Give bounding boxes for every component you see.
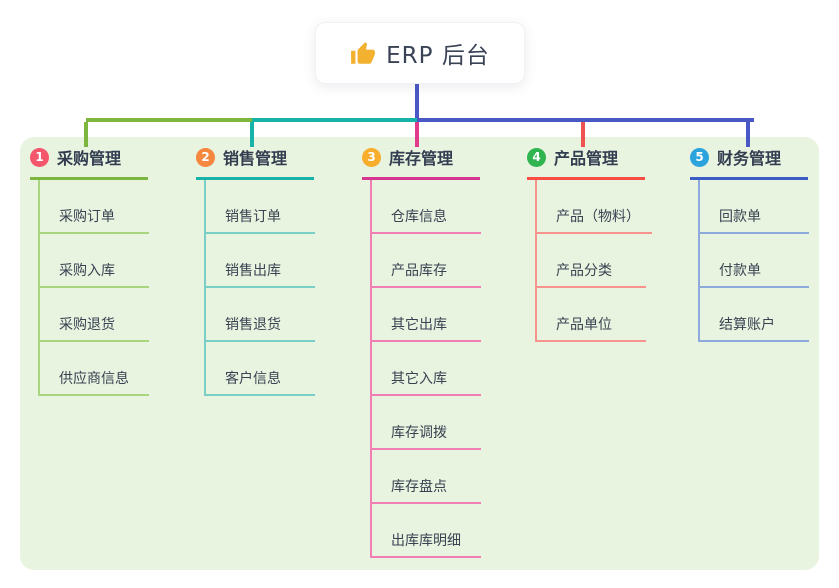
- mindmap-item: 销售出库: [206, 234, 315, 288]
- mindmap-item: 销售订单: [206, 180, 315, 234]
- branch-drop-connector-5: [746, 122, 750, 147]
- thumbs-up-icon: [351, 42, 376, 64]
- mindmap-item: 结算账户: [700, 288, 809, 342]
- branch-header-2: 2 销售管理: [196, 145, 314, 180]
- branch-title: 采购管理: [57, 149, 122, 168]
- branch-drop-connector-4: [581, 122, 585, 147]
- branch-items: 回款单付款单结算账户: [698, 180, 809, 342]
- mindmap-item: 产品库存: [372, 234, 481, 288]
- branch-items: 产品（物料）产品分类产品单位: [535, 180, 652, 342]
- mindmap-item: 其它入库: [372, 342, 481, 396]
- branch-header-1: 1 采购管理: [30, 145, 148, 180]
- branch-3: 3 库存管理仓库信息产品库存其它出库其它入库库存调拨库存盘点出库库明细: [362, 145, 481, 558]
- bus-segment-mid: [252, 118, 419, 122]
- branch-title: 产品管理: [554, 149, 619, 168]
- branch-2: 2 销售管理销售订单销售出库销售退货客户信息: [196, 145, 315, 396]
- mindmap-item: 销售退货: [206, 288, 315, 342]
- branch-5: 5 财务管理回款单付款单结算账户: [690, 145, 809, 342]
- mindmap-item: 采购入库: [40, 234, 149, 288]
- branch-number-badge: 5: [690, 147, 709, 167]
- branch-header-3: 3 库存管理: [362, 145, 480, 180]
- branch-number-badge: 4: [527, 147, 546, 167]
- branch-title: 销售管理: [223, 149, 288, 168]
- branch-title: 库存管理: [389, 149, 454, 168]
- mindmap-item: 产品分类: [537, 234, 646, 288]
- bus-segment-left: [86, 118, 254, 122]
- branch-number-badge: 3: [362, 147, 381, 167]
- branch-number-badge: 1: [30, 147, 49, 167]
- branch-drop-connector-2: [250, 122, 254, 147]
- branch-items: 销售订单销售出库销售退货客户信息: [204, 180, 315, 396]
- mindmap-item: 库存盘点: [372, 450, 481, 504]
- mindmap-item: 付款单: [700, 234, 809, 288]
- mindmap-item: 产品（物料）: [537, 180, 652, 234]
- branch-header-4: 4 产品管理: [527, 145, 645, 180]
- mindmap-item: 客户信息: [206, 342, 315, 396]
- branch-drop-connector-3: [415, 122, 419, 147]
- branch-header-5: 5 财务管理: [690, 145, 808, 180]
- mindmap-item: 供应商信息: [40, 342, 149, 396]
- branch-title: 财务管理: [717, 149, 782, 168]
- branch-drop-connector-1: [84, 122, 88, 147]
- mindmap-item: 产品单位: [537, 288, 646, 342]
- branch-4: 4 产品管理产品（物料）产品分类产品单位: [527, 145, 652, 342]
- trunk-connector: [415, 84, 419, 122]
- mindmap-item: 其它出库: [372, 288, 481, 342]
- branches-panel: [20, 137, 819, 570]
- mindmap-item: 采购订单: [40, 180, 149, 234]
- branch-items: 仓库信息产品库存其它出库其它入库库存调拨库存盘点出库库明细: [370, 180, 481, 558]
- root-node-erp: ERP 后台: [315, 22, 525, 84]
- mindmap-item: 采购退货: [40, 288, 149, 342]
- mindmap-item: 回款单: [700, 180, 809, 234]
- bus-segment-right: [417, 118, 754, 122]
- mindmap-item: 库存调拨: [372, 396, 481, 450]
- branch-number-badge: 2: [196, 147, 215, 167]
- mindmap-item: 仓库信息: [372, 180, 481, 234]
- mindmap-item: 出库库明细: [372, 504, 481, 558]
- branch-1: 1 采购管理采购订单采购入库采购退货供应商信息: [30, 145, 149, 396]
- root-title: ERP 后台: [386, 43, 490, 69]
- branch-items: 采购订单采购入库采购退货供应商信息: [38, 180, 149, 396]
